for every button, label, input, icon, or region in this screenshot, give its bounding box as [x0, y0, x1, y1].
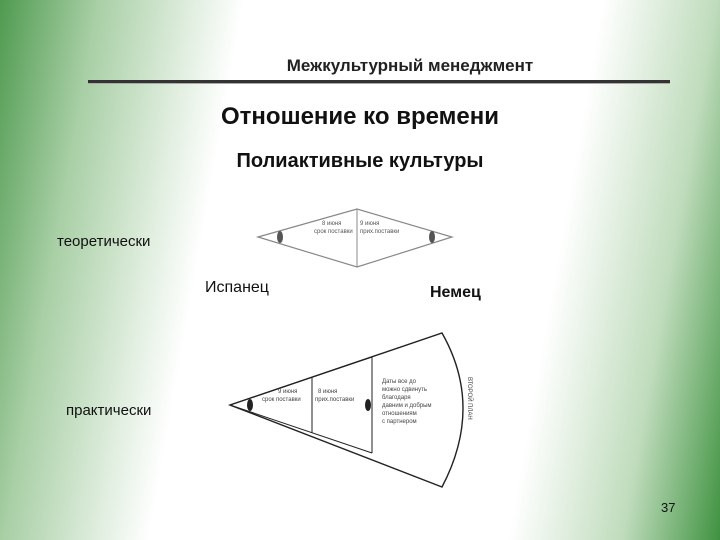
slide-subtitle: Полиактивные культуры	[236, 150, 484, 172]
practice-note-line: благодаря	[382, 395, 411, 401]
practice-note-line: давним и добрым	[382, 403, 432, 409]
cone-outline	[227, 332, 464, 488]
right-marker	[429, 231, 435, 243]
practice-note-line: с партнером	[382, 419, 417, 425]
theory-right-date: 9 июня	[360, 221, 379, 227]
header-title: Межкультурный менеджмент	[286, 56, 534, 75]
page-number: 37	[661, 500, 676, 515]
practice-note-line: Даты все до	[382, 379, 417, 385]
practice-note-line: можно сдвинуть	[382, 387, 427, 393]
left-marker	[277, 231, 283, 243]
cone-right-marker	[365, 399, 371, 411]
label-theory: теоретически	[57, 233, 151, 250]
theory-left-caption: срок поставки	[314, 229, 353, 235]
practice-mid-caption: прих.поставки	[315, 397, 354, 403]
cone-left-marker	[247, 399, 253, 411]
practice-left-caption: срок поставки	[262, 397, 301, 403]
diagram-theory: 8 июня срок поставки 9 июня прих.поставк…	[252, 195, 458, 273]
label-german: Немец	[430, 284, 481, 301]
diamond-outline	[255, 208, 455, 268]
label-practice: практически	[66, 402, 152, 419]
theory-left-date: 8 июня	[322, 221, 341, 227]
slide-title: Отношение ко времени	[220, 103, 499, 130]
diagram-practice: 9 июня срок поставки 8 июня прих.поставк…	[222, 327, 484, 495]
theory-right-caption: прих.поставки	[360, 229, 399, 235]
practice-mid-date: 8 июня	[318, 389, 337, 395]
header-divider	[88, 80, 670, 84]
practice-left-date: 9 июня	[278, 389, 297, 395]
practice-vertical-label: ВТОРОЙ ПЛАН	[466, 377, 474, 420]
practice-note-line: отношениям	[382, 411, 417, 417]
label-spaniard: Испанец	[205, 279, 269, 296]
practice-right-note: Даты все до можно сдвинуть благодаря давним…	[382, 379, 432, 425]
